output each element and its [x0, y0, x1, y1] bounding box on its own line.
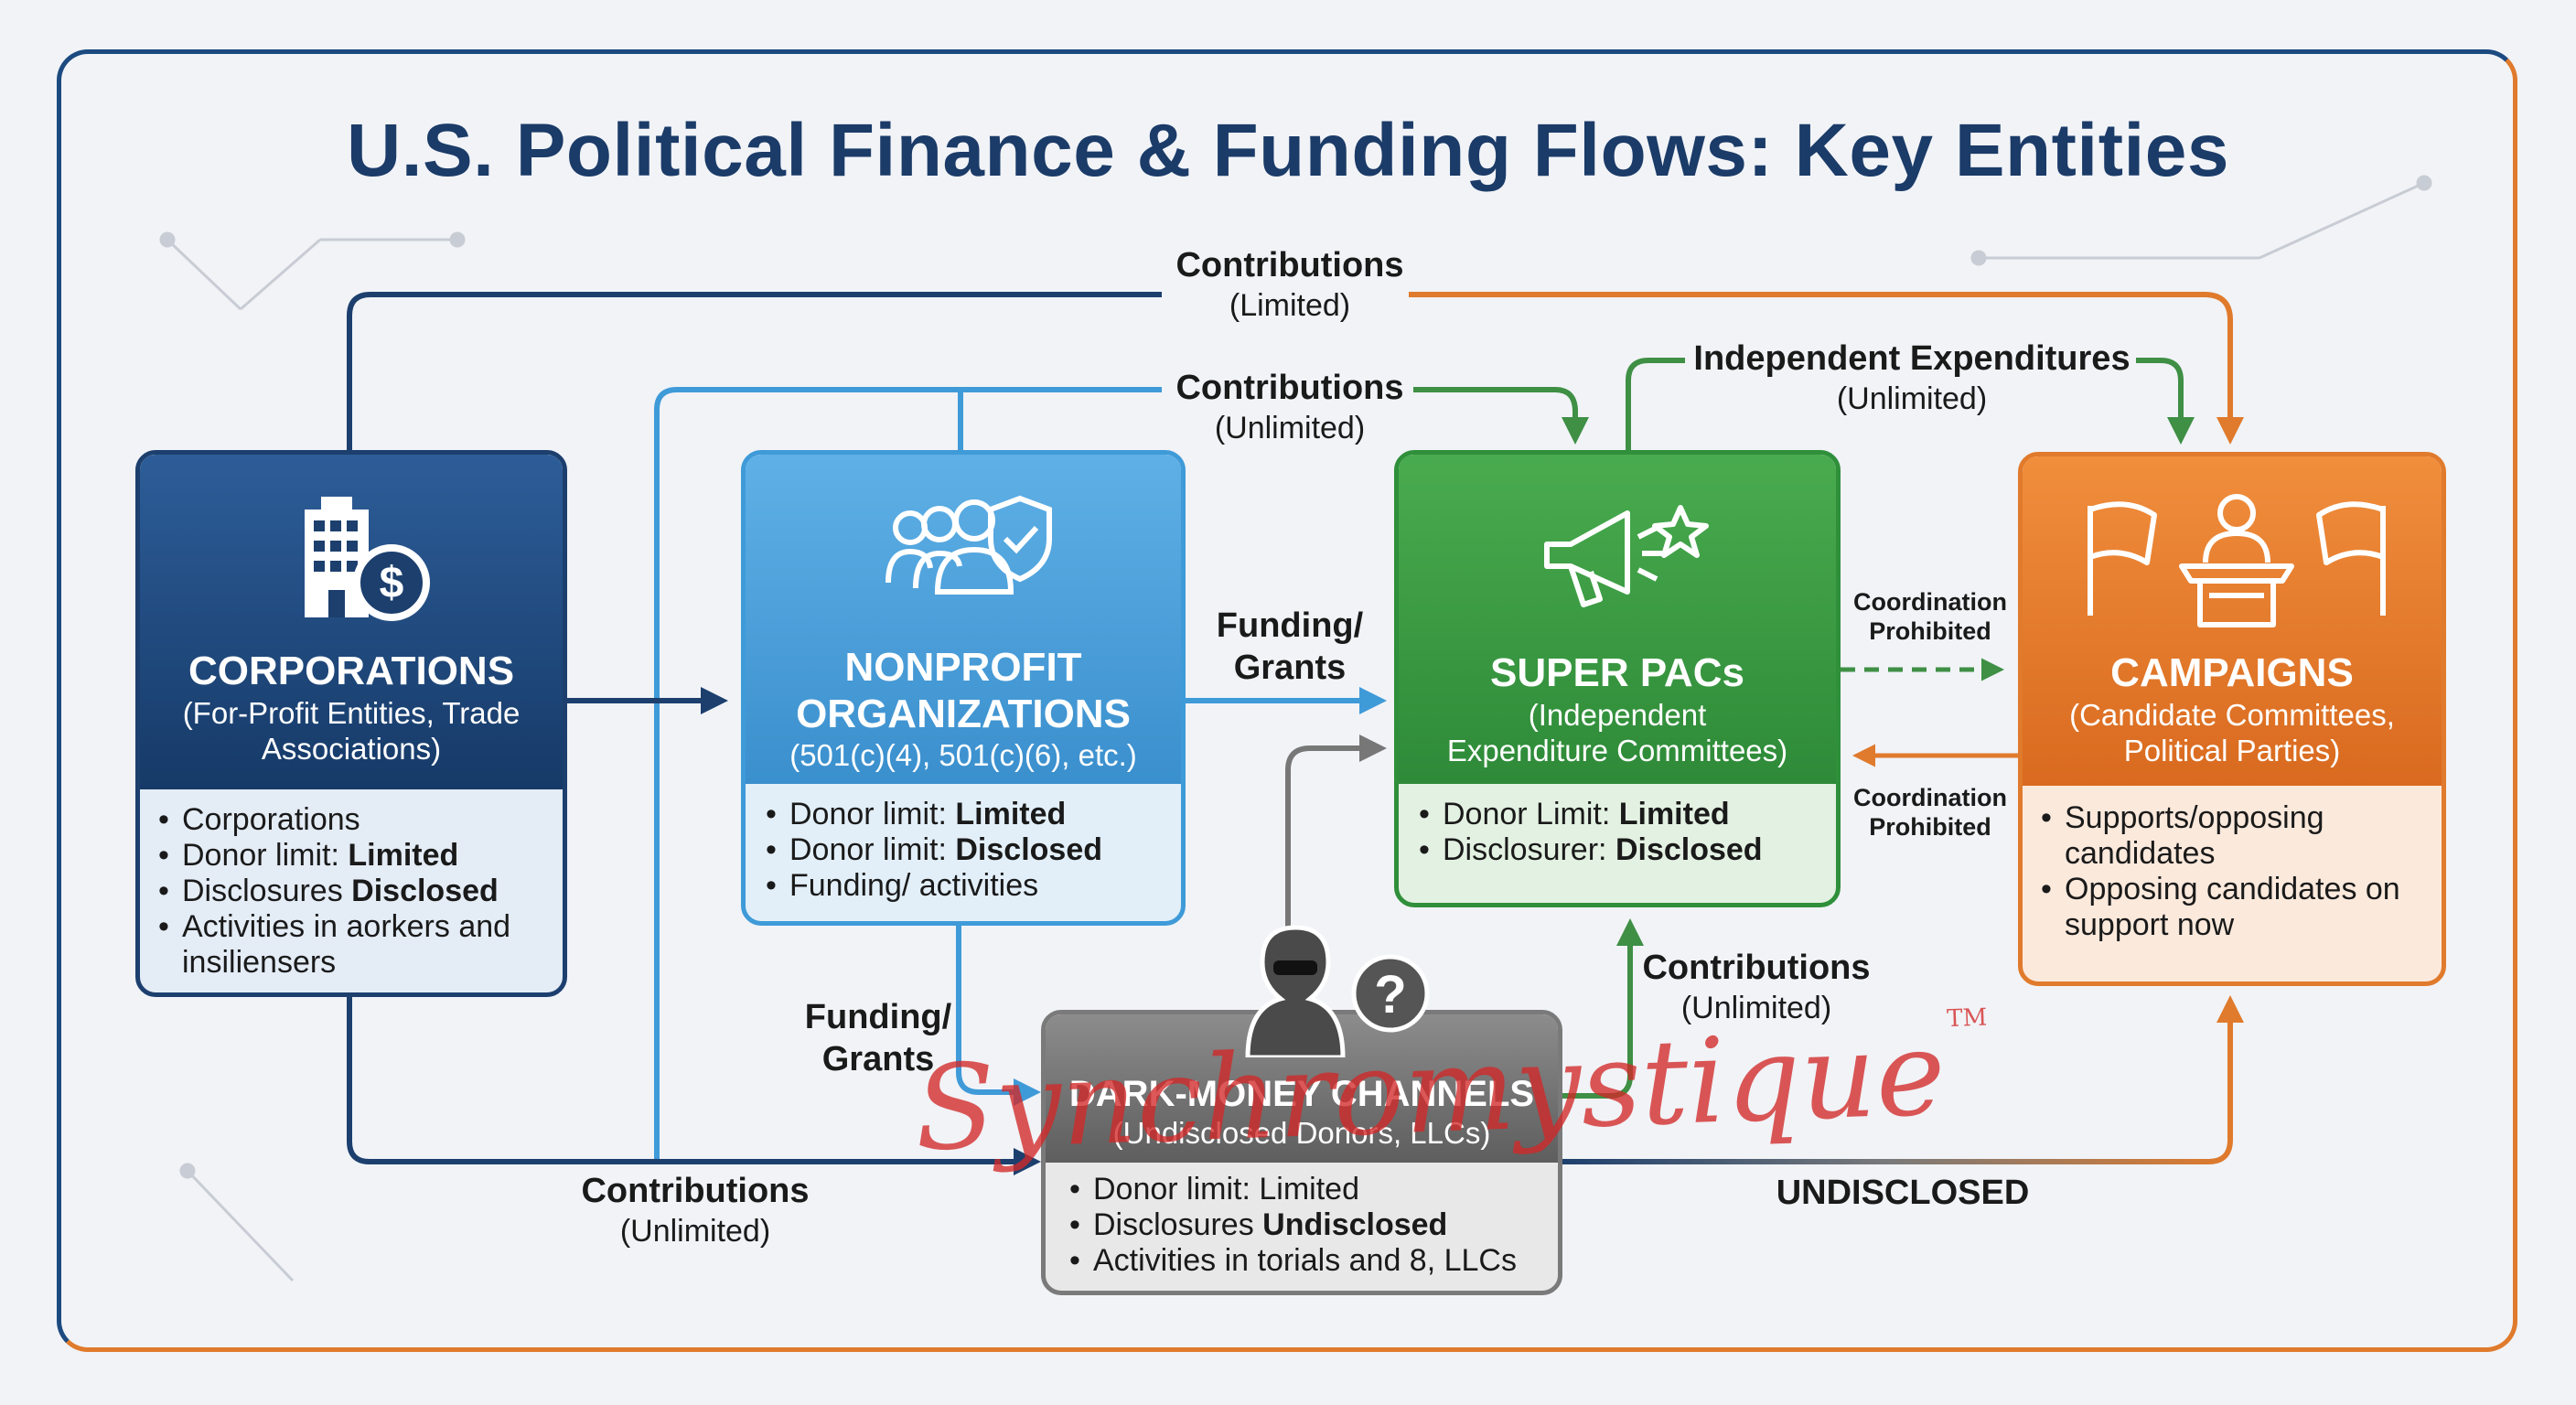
dark-money-bullet: Activities in torials and 8, LLCs — [1069, 1243, 1534, 1279]
campaigns-subtitle: (Candidate Committees, Political Parties… — [2069, 697, 2395, 768]
super-pacs-subtitle: (Independent Expenditure Committees) — [1446, 697, 1788, 768]
group-shield-icon — [886, 495, 1052, 595]
circuit-decor — [159, 175, 2432, 1282]
super-pacs-details: Donor Limit: LimitedDisclosurer: Disclos… — [1399, 784, 1836, 903]
flow-label-bottom-contributions: Contributions (Unlimited) — [581, 1172, 810, 1249]
flow-label-independent-expenditures: Independent Expenditures (Unlimited) — [1693, 339, 2131, 416]
corporations-subtitle: (For-Profit Entities, Trade Associations… — [182, 695, 521, 767]
flow-label-funding-grants-right: Funding/ Grants — [1216, 606, 1364, 687]
building-dollar-icon: $ — [305, 497, 430, 621]
corporations-bullet: Corporations — [158, 802, 544, 838]
nonprofits-bullet: Donor limit: Limited — [766, 797, 1161, 832]
campaigns-name: CAMPAIGNS — [2110, 650, 2354, 695]
dark-money-subtitle: (Undisclosed Donors, LLCs) — [1112, 1116, 1491, 1150]
super-pacs-bullet: Disclosurer: Disclosed — [1419, 832, 1816, 868]
question-mark: ? — [1374, 965, 1407, 1024]
campaigns-bullet: Opposing candidates on support now — [2041, 872, 2423, 943]
dark-money-details: Donor limit: LimitedDisclosures Undisclo… — [1046, 1163, 1558, 1291]
flow-label-top-contributions: Contributions (Limited) — [1175, 246, 1404, 323]
dark-money-bullet: Donor limit: Limited — [1069, 1172, 1534, 1207]
svg-text:$: $ — [380, 559, 404, 607]
flow-label-coordination-top: Coordination Prohibited — [1853, 588, 2007, 646]
corporations-box: $ CORPORATIONS (For-Profit Entities, Tra… — [135, 450, 567, 997]
flow-label-coordination-bottom: Coordination Prohibited — [1853, 784, 2007, 842]
corporations-details: CorporationsDonor limit: LimitedDisclosu… — [140, 789, 563, 992]
dark-money-box: DARK-MONEY CHANNELS (Undisclosed Donors,… — [1041, 1010, 1562, 1295]
nonprofits-name: NONPROFIT ORGANIZATIONS — [796, 645, 1131, 736]
flow-label-dark-to-pac-contributions: Contributions (Unlimited) — [1642, 949, 1871, 1025]
campaigns-header: CAMPAIGNS (Candidate Committees, Politic… — [2023, 456, 2442, 786]
corporations-bullet: Disclosures Disclosed — [158, 874, 544, 909]
flow-label-mid-contributions: Contributions (Unlimited) — [1175, 369, 1404, 445]
dark-money-bullet: Disclosures Undisclosed — [1069, 1207, 1534, 1243]
nonprofits-bullet: Donor limit: Disclosed — [766, 832, 1161, 868]
super-pacs-box: SUPER PACs (Independent Expenditure Comm… — [1394, 450, 1841, 907]
super-pacs-header: SUPER PACs (Independent Expenditure Comm… — [1399, 455, 1836, 784]
flow-label-funding-grants-down: Funding/ Grants — [804, 998, 952, 1078]
corporations-name: CORPORATIONS — [188, 649, 515, 693]
corporations-bullet: Donor limit: Limited — [158, 838, 544, 874]
nonprofits-box: NONPROFIT ORGANIZATIONS (501(c)(4), 501(… — [741, 450, 1186, 926]
page-title: U.S. Political Finance & Funding Flows: … — [346, 109, 2230, 192]
hooded-figure-question-icon — [1245, 925, 1430, 1057]
campaigns-details: Supports/opposing candidatesOpposing can… — [2023, 786, 2442, 981]
nonprofits-subtitle: (501(c)(4), 501(c)(6), etc.) — [789, 738, 1137, 773]
nonprofits-details: Donor limit: LimitedDonor limit: Disclos… — [746, 784, 1181, 921]
megaphone-star-icon — [1544, 505, 1709, 607]
outer-frame — [57, 49, 2517, 1352]
corporations-header: $ CORPORATIONS (For-Profit Entities, Tra… — [140, 455, 563, 789]
campaigns-box: CAMPAIGNS (Candidate Committees, Politic… — [2018, 452, 2446, 986]
super-pacs-bullet: Donor Limit: Limited — [1419, 797, 1816, 832]
corporations-bullet: Activities in a‍orkers and insiliensers — [158, 909, 544, 981]
super-pacs-name: SUPER PACs — [1490, 650, 1744, 695]
dark-money-name: DARK-MONEY CHANNELS — [1068, 1074, 1535, 1114]
podium-flags-icon — [2088, 494, 2386, 627]
nonprofits-header: NONPROFIT ORGANIZATIONS (501(c)(4), 501(… — [746, 455, 1181, 784]
nonprofits-bullet: Funding/ activities — [766, 868, 1161, 904]
campaigns-bullet: Supports/opposing candidates — [2041, 800, 2423, 872]
flow-label-undisclosed: UNDISCLOSED — [1776, 1174, 2030, 1212]
